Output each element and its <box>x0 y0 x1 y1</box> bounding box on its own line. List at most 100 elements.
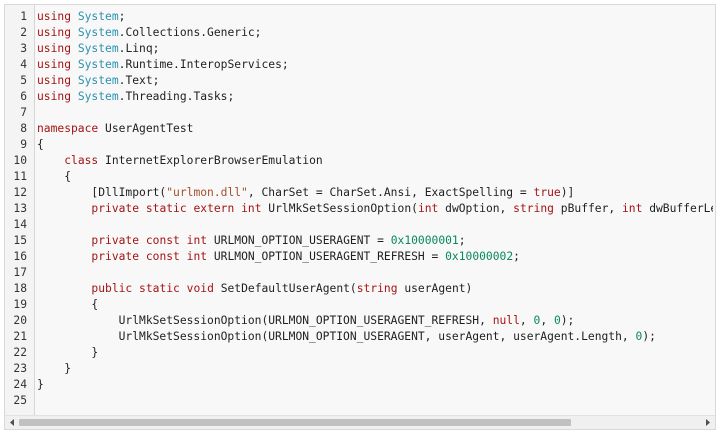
code-token: int <box>417 202 439 215</box>
code-token: dwOption, <box>438 202 514 215</box>
arrow-right-icon <box>706 419 710 426</box>
code-token: InternetExplorerBrowserEmulation <box>98 154 323 167</box>
code-token: System <box>77 42 119 55</box>
code-line: UrlMkSetSessionOption(URLMON_OPTION_USER… <box>37 329 656 345</box>
code-line: public static void SetDefaultUserAgent(s… <box>37 281 472 297</box>
code-token: using <box>37 26 72 39</box>
code-token <box>71 26 78 39</box>
code-token <box>180 250 187 263</box>
line-number: 6 <box>20 90 27 103</box>
code-line: [DllImport("urlmon.dll", CharSet = CharS… <box>37 185 574 201</box>
code-token: URLMON_OPTION_USERAGENT = <box>207 234 391 247</box>
code-line: using System.Text; <box>37 73 159 89</box>
line-number: 25 <box>13 394 27 407</box>
scrollbar-thumb[interactable] <box>19 419 571 426</box>
code-token: 0 <box>553 314 561 327</box>
code-token: using <box>37 58 72 71</box>
code-line: using System.Threading.Tasks; <box>37 89 234 105</box>
line-number: 10 <box>13 154 27 167</box>
code-token: int <box>241 202 262 215</box>
code-line: { <box>37 137 44 153</box>
line-number: 11 <box>13 170 27 183</box>
code-token: string <box>513 202 554 215</box>
code-line: using System.Runtime.InteropServices; <box>37 57 289 73</box>
code-line: { <box>37 169 71 185</box>
code-line: } <box>37 361 71 377</box>
line-number: 22 <box>13 346 27 359</box>
code-line: private const int URLMON_OPTION_USERAGEN… <box>37 249 520 265</box>
code-token: using <box>37 10 72 23</box>
code-token: using <box>37 74 72 87</box>
code-token: ; <box>513 250 520 263</box>
code-token: ); <box>642 330 656 343</box>
code-token <box>71 42 78 55</box>
code-token: )] <box>560 186 575 199</box>
code-token: .Threading.Tasks; <box>118 90 235 103</box>
code-token: , <box>519 314 534 327</box>
code-token: null <box>492 314 520 327</box>
code-token: , <box>540 314 554 327</box>
code-token: System <box>77 74 119 87</box>
code-token: SetDefaultUserAgent( <box>213 282 357 295</box>
code-token: private <box>91 202 140 215</box>
line-number: 21 <box>13 330 27 343</box>
line-number: 12 <box>13 186 27 199</box>
code-line: private static extern int UrlMkSetSessio… <box>37 201 713 217</box>
code-line: using System.Linq; <box>37 41 159 57</box>
code-token <box>71 10 78 23</box>
code-token <box>139 250 146 263</box>
code-token <box>139 234 146 247</box>
code-token <box>37 282 91 295</box>
line-number: 8 <box>20 122 27 135</box>
code-token: private <box>91 234 140 247</box>
code-token: extern <box>193 202 235 215</box>
code-token: using <box>37 90 72 103</box>
line-number: 2 <box>20 26 27 39</box>
line-number: 17 <box>13 266 27 279</box>
code-token: .Runtime.InteropServices; <box>118 58 289 71</box>
horizontal-scrollbar[interactable] <box>5 415 715 429</box>
line-number: 4 <box>20 58 27 71</box>
code-token: } <box>37 378 44 391</box>
code-token: .Text; <box>118 74 160 87</box>
code-token: void <box>186 282 214 295</box>
code-line: } <box>37 377 44 393</box>
code-token: UrlMkSetSessionOption(URLMON_OPTION_USER… <box>37 314 493 327</box>
code-token: namespace <box>37 122 99 135</box>
code-line: } <box>37 345 98 361</box>
code-token: class <box>64 154 99 167</box>
code-area[interactable]: using System; using System.Collections.Ge… <box>37 5 713 415</box>
code-token: 0x10000001 <box>390 234 459 247</box>
code-token: System <box>77 26 119 39</box>
code-token: { <box>37 298 99 311</box>
line-number: 20 <box>13 314 27 327</box>
code-token: const <box>145 234 180 247</box>
code-token <box>37 250 91 263</box>
code-token: int <box>186 250 208 263</box>
line-number: 23 <box>13 362 27 375</box>
code-line: class InternetExplorerBrowserEmulation <box>37 153 323 169</box>
code-token: URLMON_OPTION_USERAGENT_REFRESH = <box>207 250 446 263</box>
code-line: using System.Collections.Generic; <box>37 25 261 41</box>
code-token <box>180 282 187 295</box>
code-token: System <box>77 10 119 23</box>
scroll-right-button[interactable] <box>701 416 715 429</box>
code-token: string <box>356 282 398 295</box>
code-token: userAgent) <box>397 282 473 295</box>
code-token: dwBufferLe <box>642 202 713 215</box>
code-token: pBuffer, <box>553 202 622 215</box>
scroll-left-button[interactable] <box>5 416 19 429</box>
code-token: , CharSet = CharSet.Ansi, ExactSpelling … <box>247 186 534 199</box>
code-token <box>37 234 91 247</box>
code-token <box>37 202 91 215</box>
code-token <box>71 74 78 87</box>
code-token: .Linq; <box>118 42 160 55</box>
code-token: "urlmon.dll" <box>166 186 248 199</box>
code-token: true <box>533 186 561 199</box>
code-token: int <box>186 234 208 247</box>
code-token: static <box>145 202 187 215</box>
line-number: 5 <box>20 74 27 87</box>
code-line: private const int URLMON_OPTION_USERAGEN… <box>37 233 465 249</box>
code-token: System <box>77 58 119 71</box>
code-token: { <box>37 138 44 151</box>
